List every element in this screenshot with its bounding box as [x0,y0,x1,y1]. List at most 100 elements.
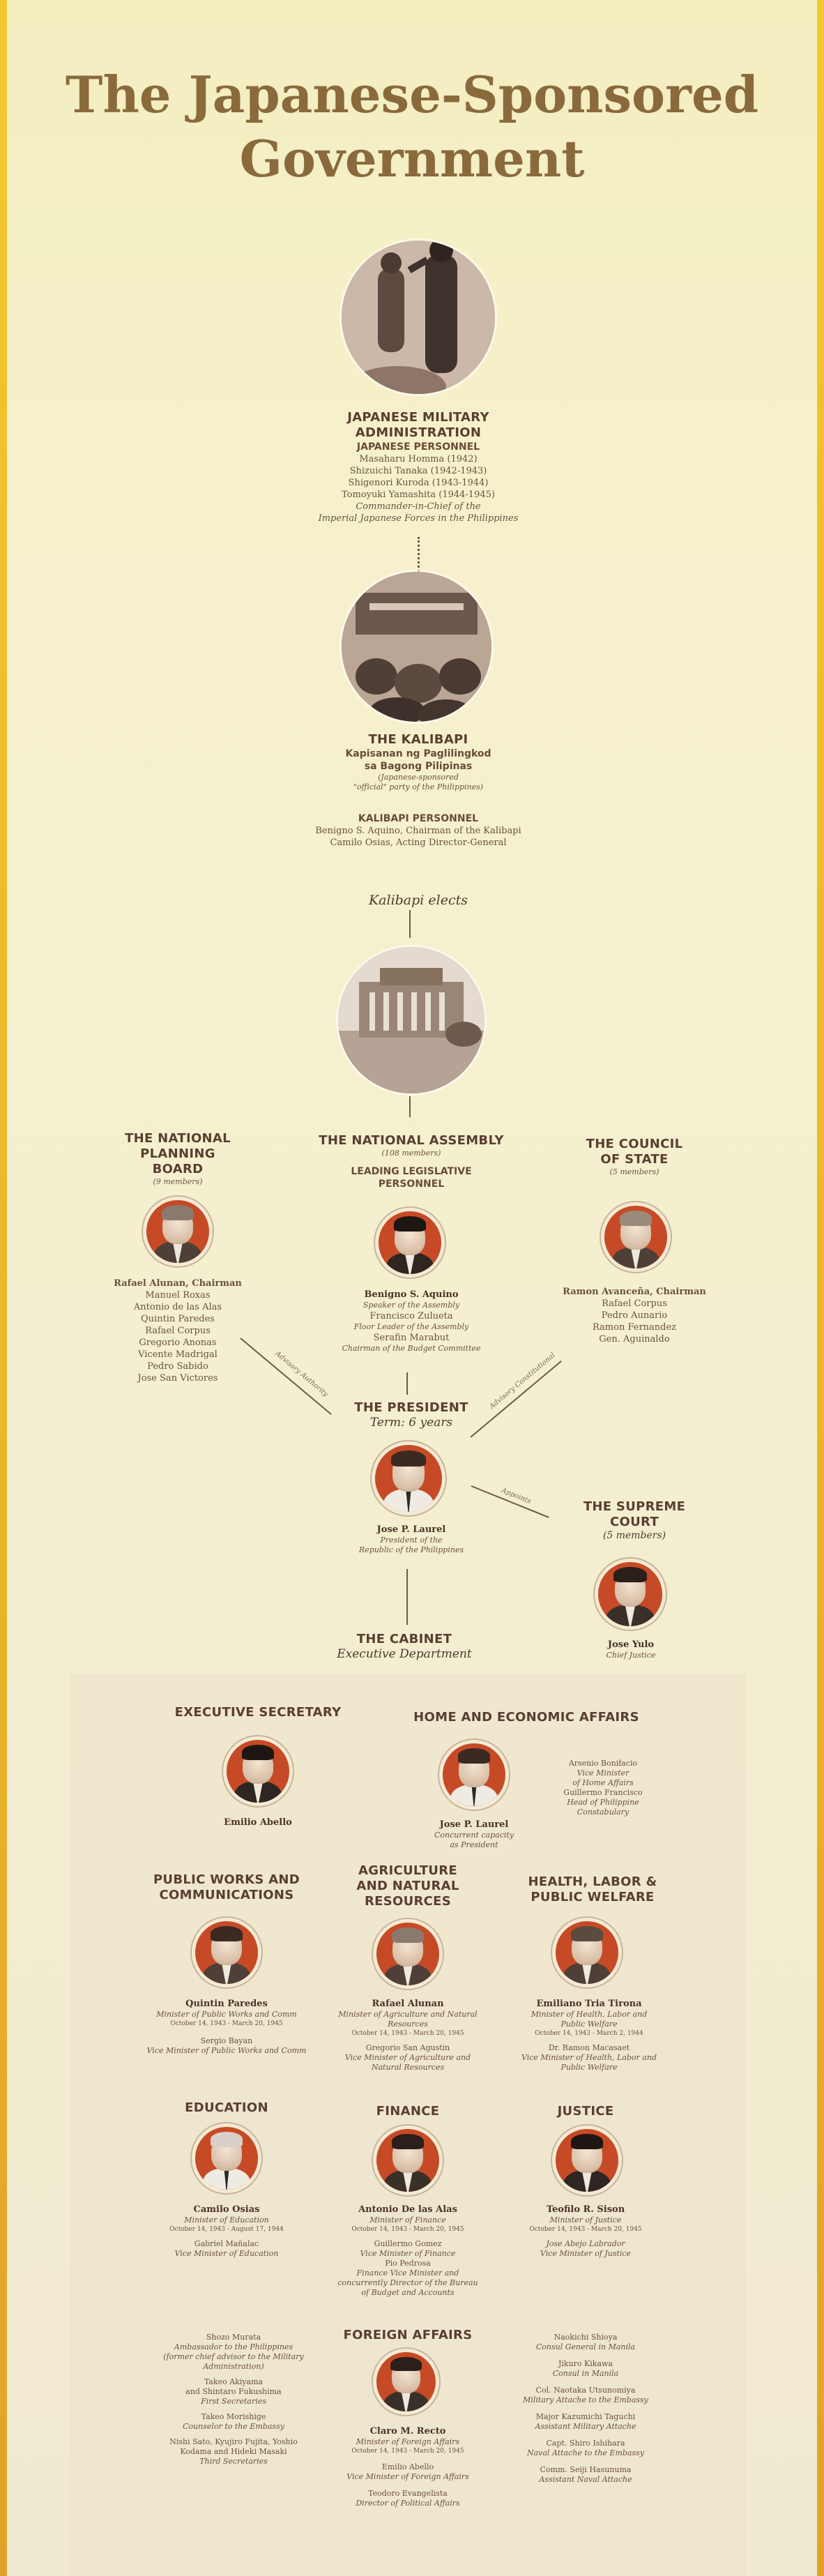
agriculture-h2: AND NATURAL [356,1879,459,1893]
health-info: Emiliano Tria Tirona Minister of Health,… [498,1998,680,2073]
foreign-p3: Teodoro Evangelista [368,2489,448,2498]
foreign-left-item: Nishi Sato, Kyujiro Fujita, Yoshio Kodam… [132,2437,335,2467]
council-heading-block: THE COUNCIL OF STATE (5 members) [565,1137,704,1177]
emiliano-tirona-portrait [552,1918,622,1987]
foreign-right-role: Naval Attache to the Embassy [527,2448,644,2457]
foreign-vice-role: Vice Minister of Foreign Affairs [346,2472,469,2481]
foreign-right-item: Capt. Shiro Ishihara Naval Attache to th… [495,2439,676,2458]
foreign-left-name: Shozo Murata [206,2333,261,2342]
kalibapi-sub-2: sa Bagong Pilipinas [364,761,473,772]
president-role-2: Republic of the Philippines [358,1545,464,1554]
foreign-left-name: Takeo Morishige [201,2412,266,2421]
kalibapi-heading: THE KALIBAPI [368,732,468,747]
foreign-info: Claro M. Recto Minister of Foreign Affai… [314,2425,502,2508]
home-econ-name: Jose P. Laurel [439,1819,509,1830]
home-econ-side-5: Head of Philippine [567,1798,639,1807]
jma-note-2: Imperial Japanese Forces in the Philippi… [318,513,519,524]
finance-p3-role-1: Finance Vice Minister and [356,2268,459,2278]
health-h1: HEALTH, LABOR & [528,1874,657,1889]
agriculture-vice-role-2: Natural Resources [371,2063,445,2072]
kalibapi-person-2: Camilo Osias, Acting Director-General [330,838,507,848]
planning-board-member: Gregorio Anonas [139,1338,217,1348]
justice-vice: Jose Abejo Labrador [546,2239,625,2248]
council-h1: THE COUNCIL [586,1137,683,1151]
jose-yulo-portrait [595,1559,666,1630]
antonio-de-las-alas-portrait [373,2126,443,2195]
finance-vice-role: Vice Minister of Finance [360,2249,456,2258]
cabinet-heading: THE CABINET [356,1632,452,1646]
justice-dates: October 14, 1943 - March 20, 1945 [529,2226,642,2233]
education-vice: Gabriel Mañalac [194,2239,259,2248]
president-heading-block: THE PRESIDENT Term: 6 years [307,1400,516,1430]
cabinet-panel [70,1674,746,2576]
council-members: (5 members) [609,1167,659,1176]
agriculture-vice: Gregorio San Agustin [365,2043,450,2052]
rafael-alunan-cabinet-portrait [373,1919,443,1989]
jma-personnel-label: JAPANESE PERSONNEL [356,441,480,453]
health-vice-role-2: Public Welfare [560,2063,618,2072]
finance-name: Antonio De las Alas [358,2204,457,2215]
title-line-2: Government [239,129,585,188]
foreign-right-role: Consul in Manila [552,2369,619,2378]
foreign-right-name: Jikuro Kikawa [558,2359,613,2368]
planning-board-chair: Rafael Alunan, Chairman [114,1278,242,1289]
agriculture-role-2: Resources [388,2020,428,2029]
benigno-aquino-portrait [375,1208,445,1278]
foreign-right-item: Comm. Seiji Hasunuma Assistant Naval Att… [495,2465,676,2485]
public-works-role: Minister of Public Works and Comm [156,2010,297,2019]
education-info: Camilo Osias Minister of Education Octob… [139,2204,314,2259]
elects-connector [409,910,411,938]
foreign-left-list: Shozo Murata Ambassador to the Philippin… [132,2333,335,2467]
public-works-name: Quintin Paredes [185,1999,268,2009]
health-vice-role-1: Vice Minister of Health, Labor and [521,2053,657,2062]
home-econ-side: Arsenio Bonifacio Vice Minister of Home … [533,1759,673,1817]
health-heading: HEALTH, LABOR & PUBLIC WELFARE [502,1874,683,1905]
finance-role: Minister of Finance [369,2215,446,2225]
justice-name: Teofilo R. Sison [546,2204,625,2215]
quintin-paredes-portrait [192,1918,261,1987]
planning-board-h2: PLANNING [140,1146,215,1161]
jma-photo [342,241,495,394]
assembly-list: Benigno S. Aquino Speaker of the Assembl… [300,1289,523,1354]
home-econ-info: Jose P. Laurel Concurrent capacity as Pr… [404,1819,544,1850]
planning-board-member: Vicente Madrigal [138,1349,218,1360]
planning-board-member: Rafael Corpus [145,1326,211,1336]
kalibapi-elects-label: Kalibapi elects [368,893,468,908]
public-works-heading: PUBLIC WORKS AND COMMUNICATIONS [125,1872,328,1903]
assembly-role-3: Chairman of the Budget Committee [342,1344,481,1353]
planning-board-member: Jose San Victores [137,1373,218,1384]
justice-heading: JUSTICE [557,2104,614,2119]
assembly-members: (108 members) [381,1149,441,1158]
health-role-2: Public Welfare [560,2020,618,2029]
education-role: Minister of Education [184,2215,269,2225]
camilo-osias-portrait [192,2123,261,2193]
public-works-h2: COMMUNICATIONS [159,1888,294,1902]
assembly-leading-2: PERSONNEL [378,1179,445,1190]
health-name: Emiliano Tria Tirona [536,1999,642,2009]
president-role-1: President of the [380,1536,443,1545]
assembly-speaker-role: Speaker of the Assembly [363,1301,460,1310]
ramon-avancena-portrait [601,1202,671,1272]
jma-to-kalibapi-connector [418,537,420,572]
legislative-building-image [338,947,485,1093]
president-name: Jose P. Laurel [376,1524,446,1535]
assembly-person-2: Francisco Zulueta [369,1311,453,1321]
education-vice-role: Vice Minister of Education [174,2249,279,2258]
court-h1: THE SUPREME [583,1499,686,1514]
jma-heading-2: ADMINISTRATION [355,425,482,440]
finance-p3-role-3: of Budget and Accounts [361,2288,455,2297]
assembly-meeting-image [342,572,491,722]
health-h2: PUBLIC WELFARE [531,1890,655,1904]
public-works-vice-role: Vice Minister of Public Works and Comm [146,2046,307,2055]
jma-heading-1: JAPANESE MILITARY [347,410,489,425]
public-works-h1: PUBLIC WORKS AND [153,1872,300,1887]
council-h2: OF STATE [600,1152,669,1167]
jma-person-2: Shizuichi Tanaka (1942-1943) [349,466,487,476]
finance-heading: FINANCE [376,2104,440,2119]
home-econ-role-2: as President [450,1840,498,1849]
foreign-name: Claro M. Recto [369,2426,446,2437]
jma-person-1: Masaharu Homma (1942) [359,454,478,464]
agriculture-role-1: Minister of Agriculture and Natural [338,2010,478,2019]
home-econ-heading: HOME AND ECONOMIC AFFAIRS [413,1710,639,1725]
emilio-abello-portrait [223,1736,293,1806]
